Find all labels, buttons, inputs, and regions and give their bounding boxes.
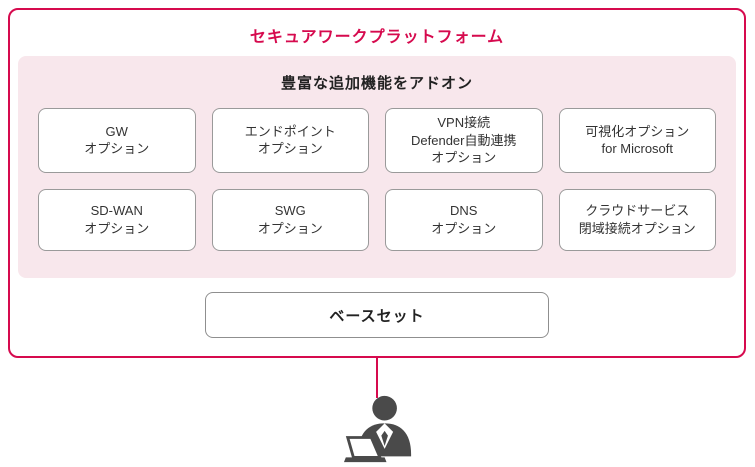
platform-title: セキュアワークプラットフォーム: [249, 29, 505, 46]
platform-box: セキュアワークプラットフォーム 豊富な追加機能をアドオン GW オプション エン…: [8, 8, 746, 358]
user-with-laptop-icon: [335, 394, 421, 464]
addon-card-endpoint: エンドポイント オプション: [211, 108, 369, 173]
addon-heading: 豊富な追加機能をアドオン: [280, 75, 473, 92]
addon-card-gw: GW オプション: [38, 108, 196, 173]
base-set-box: ベースセット: [205, 292, 549, 338]
addon-card-vpn-defender: VPN接続 Defender自動連携 オプション: [385, 108, 543, 173]
connector-line: [376, 358, 378, 398]
addon-card-visualization: 可視化オプション for Microsoft: [558, 108, 716, 173]
addon-panel: 豊富な追加機能をアドオン GW オプション エンドポイント オプション VPN接…: [18, 56, 736, 278]
addon-card-grid: GW オプション エンドポイント オプション VPN接続 Defender自動連…: [38, 108, 716, 251]
addon-card-sdwan: SD-WAN オプション: [38, 188, 196, 251]
addon-card-swg: SWG オプション: [211, 188, 369, 251]
addon-card-dns: DNS オプション: [385, 188, 543, 251]
addon-card-cloud-closed: クラウドサービス 閉域接続オプション: [558, 188, 716, 251]
